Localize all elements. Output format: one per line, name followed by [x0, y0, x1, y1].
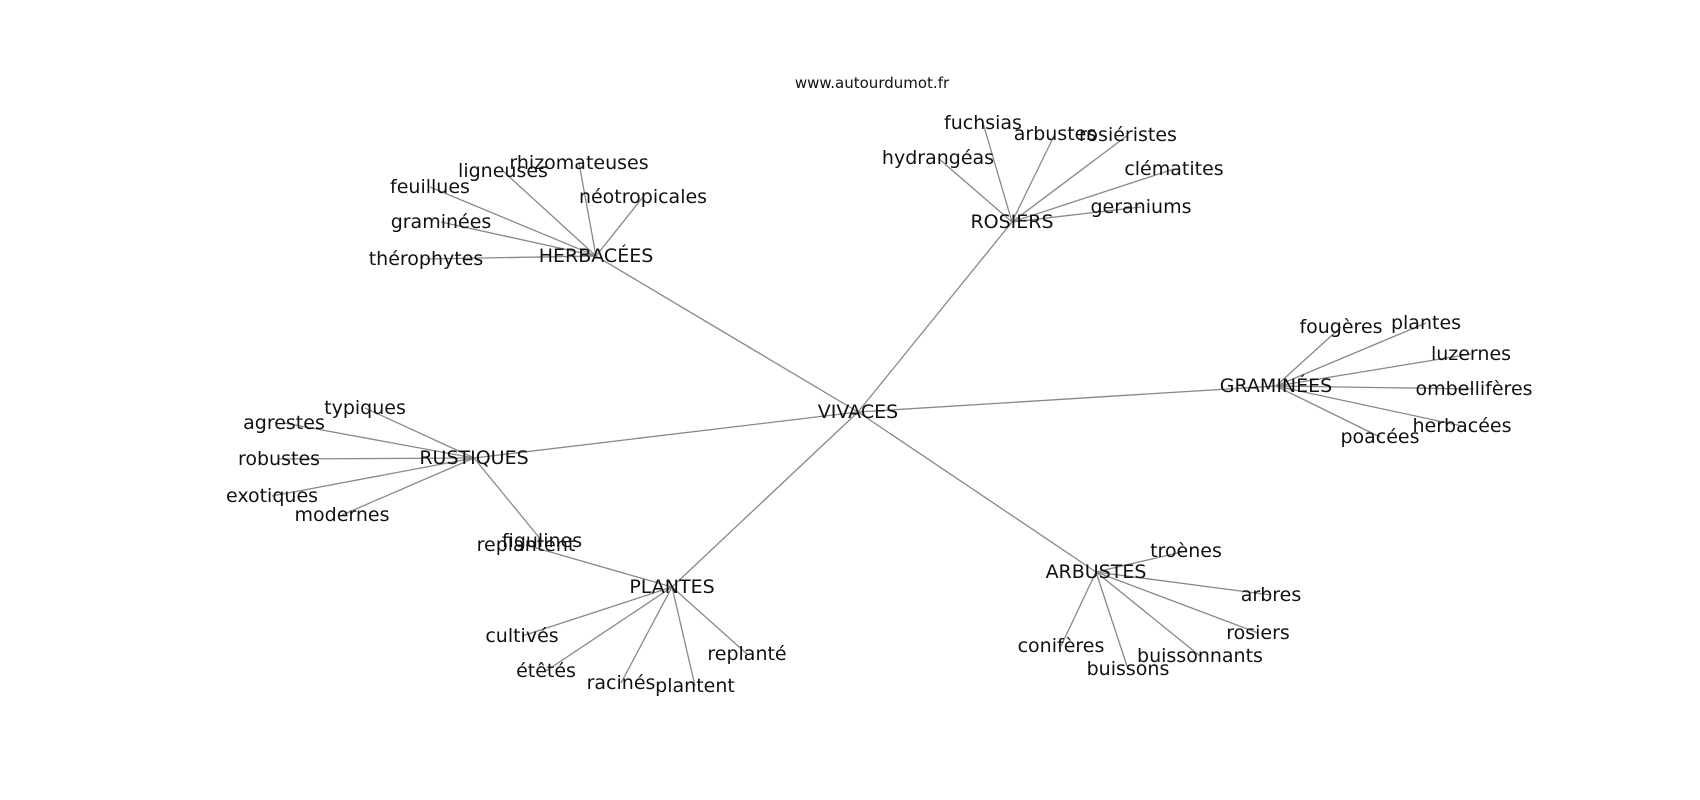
edge-graminees-poacees: [1275, 385, 1381, 438]
leaf-node-poacees: poacées: [1340, 426, 1419, 448]
leaf-node-hydrangeas: hydrangéas: [882, 147, 994, 169]
hub-node-arbustes: ARBUSTES: [1046, 561, 1147, 583]
edge-plantes-replantent: [525, 544, 673, 588]
edge-rustiques-agrestes: [283, 422, 475, 459]
edge-rustiques-robustes: [278, 457, 475, 460]
edge-rosiers-fuchsias: [982, 122, 1013, 223]
edge-rustiques-exotiques: [271, 457, 475, 497]
leaf-node-arbustes: arbustes: [1014, 123, 1097, 145]
edge-graminees-plantes: [1275, 322, 1427, 387]
leaf-node-arbres: arbres: [1241, 584, 1302, 606]
edge-graminees-fougeres: [1275, 326, 1342, 387]
leaf-node-typiques: typiques: [324, 397, 406, 419]
leaf-node-ombelliferes: ombellifères: [1415, 378, 1532, 400]
edge-root-arbustes: [857, 411, 1097, 573]
edge-rustiques-typiques: [364, 407, 475, 459]
edge-root-herbacees: [595, 255, 859, 413]
edge-herbacees-therophytes: [425, 255, 597, 260]
leaf-node-exotiques: exotiques: [226, 485, 318, 507]
hub-node-herbacees: HERBACÉES: [539, 244, 654, 267]
edge-arbustes-rosiers: [1095, 571, 1259, 634]
edge-arbustes-troenes: [1095, 550, 1187, 573]
edge-arbustes-coniferes: [1060, 571, 1097, 647]
leaf-node-racines: racinés: [587, 672, 656, 694]
leaf-node-coniferes: conifères: [1018, 635, 1105, 657]
leaf-node-feuillues: feuillues: [390, 176, 470, 198]
graph-edges: [271, 122, 1475, 687]
edge-plantes-etetes: [545, 586, 673, 672]
leaf-node-rosiers: rosiers: [1226, 622, 1290, 644]
edge-root-graminees: [857, 385, 1277, 413]
hub-node-rosiers: ROSIERS: [970, 211, 1053, 233]
edge-plantes-cultives: [521, 586, 673, 637]
edge-root-rustiques: [473, 411, 859, 459]
leaf-node-buissons: buissons: [1087, 658, 1170, 680]
leaf-node-buissonnants: buissonnants: [1137, 645, 1263, 667]
edge-arbustes-arbres: [1095, 571, 1272, 596]
edge-graminees-luzernes: [1275, 353, 1472, 387]
edge-plantes-racines: [620, 586, 673, 684]
graph-labels: www.autourdumot.fr VIVACES HERBACÉES rhizo…: [226, 74, 1533, 697]
edge-plantes-replante: [671, 586, 748, 655]
edge-herbacees-neotropicales: [595, 196, 644, 257]
edge-plantes-plantent: [671, 586, 696, 687]
leaf-node-rosieristes: rosiéristes: [1079, 124, 1177, 146]
edge-rustiques-modernes: [341, 457, 475, 516]
leaf-node-fougeres: fougères: [1299, 316, 1382, 338]
leaf-node-replantent: replantent: [477, 534, 576, 556]
leaf-node-modernes: modernes: [295, 504, 390, 526]
leaf-node-agrestes: agrestes: [243, 412, 325, 434]
edge-herbacees-feuillues: [429, 186, 597, 257]
leaf-node-graminees: graminées: [391, 211, 492, 233]
edge-rosiers-arbustes: [1011, 133, 1056, 223]
leaf-node-plantent: plantent: [655, 675, 735, 697]
hub-node-graminees: GRAMINÉES: [1220, 374, 1332, 397]
edge-rosiers-rosieristes: [1011, 134, 1129, 223]
leaf-node-cultives: cultivés: [485, 625, 558, 647]
edge-rosiers-clematites: [1011, 168, 1175, 223]
leaf-node-figulines: figulines: [502, 530, 582, 552]
leaf-node-neotropicales: néotropicales: [579, 186, 707, 208]
leaf-node-replante: replanté: [707, 643, 786, 665]
leaf-node-etetes: étêtés: [516, 660, 576, 682]
hub-node-plantes: PLANTES: [629, 576, 714, 598]
edge-rustiques-figulines: [473, 457, 543, 542]
leaf-node-geraniums: geraniums: [1091, 196, 1192, 218]
leaf-node-plantes: plantes: [1391, 312, 1461, 334]
edge-rosiers-geraniums: [1011, 206, 1142, 223]
leaf-node-clematites: clématites: [1124, 158, 1223, 180]
leaf-node-troenes: troènes: [1150, 540, 1222, 562]
edge-root-plantes: [671, 411, 859, 588]
leaf-node-fuchsias: fuchsias: [944, 112, 1022, 134]
root-node-label: VIVACES: [818, 401, 898, 423]
edge-rosiers-hydrangeas: [937, 157, 1013, 223]
leaf-node-luzernes: luzernes: [1431, 343, 1511, 365]
source-url: www.autourdumot.fr: [795, 74, 950, 92]
edge-herbacees-rhizomateuses: [578, 162, 597, 257]
leaf-node-robustes: robustes: [238, 448, 320, 470]
leaf-node-therophytes: thérophytes: [369, 248, 484, 270]
edge-herbacees-ligneuses: [502, 170, 597, 257]
edge-arbustes-buissons: [1095, 571, 1129, 670]
edge-graminees-herbacees: [1275, 385, 1463, 427]
edge-arbustes-buissonnants: [1095, 571, 1201, 657]
hub-node-rustiques: RUSTIQUES: [419, 447, 528, 469]
edge-graminees-ombelliferes: [1275, 385, 1475, 390]
edge-herbacees-graminees: [440, 221, 597, 257]
edge-root-rosiers: [857, 221, 1013, 413]
leaf-node-rhizomateuses: rhizomateuses: [509, 152, 648, 174]
leaf-node-ligneuses: ligneuses: [458, 160, 548, 182]
leaf-node-herbacees: herbacées: [1413, 415, 1512, 437]
